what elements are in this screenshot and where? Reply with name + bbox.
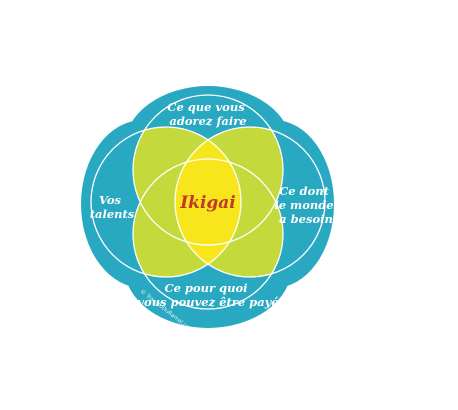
petal-top-line-2: adorez faire bbox=[169, 114, 246, 128]
petal-right-line-3: a besoin bbox=[279, 212, 333, 226]
center-region bbox=[175, 127, 241, 277]
circle-outline-right bbox=[174, 126, 326, 278]
petal-left-label: Vos talents bbox=[90, 193, 135, 221]
petal-right-label: Ce dont le monde a besoin bbox=[274, 184, 337, 226]
circle-outline-bottom bbox=[132, 158, 284, 310]
center-ikigai-label: Ikigai bbox=[179, 193, 236, 213]
circle-outline-left bbox=[90, 126, 242, 278]
petal-left-line-1: Vos bbox=[99, 193, 122, 207]
petal-bottom-line-1: Ce pour quoi bbox=[164, 281, 247, 295]
petal-right-line-2: le monde bbox=[274, 198, 333, 212]
petal-top-line-1: Ce que vous bbox=[167, 100, 245, 114]
circle-outline-top bbox=[132, 94, 284, 246]
petal-top-label: Ce que vous adorez faire bbox=[167, 100, 248, 128]
circle-outlines bbox=[90, 94, 326, 310]
petal-right-line-1: Ce dont bbox=[279, 184, 330, 198]
petal-left-line-2: talents bbox=[90, 207, 135, 221]
petal-bottom-label: Ce pour quoi vous pouvez être payé bbox=[137, 281, 278, 309]
petal-bottom-line-2: vous pouvez être payé bbox=[137, 295, 278, 309]
